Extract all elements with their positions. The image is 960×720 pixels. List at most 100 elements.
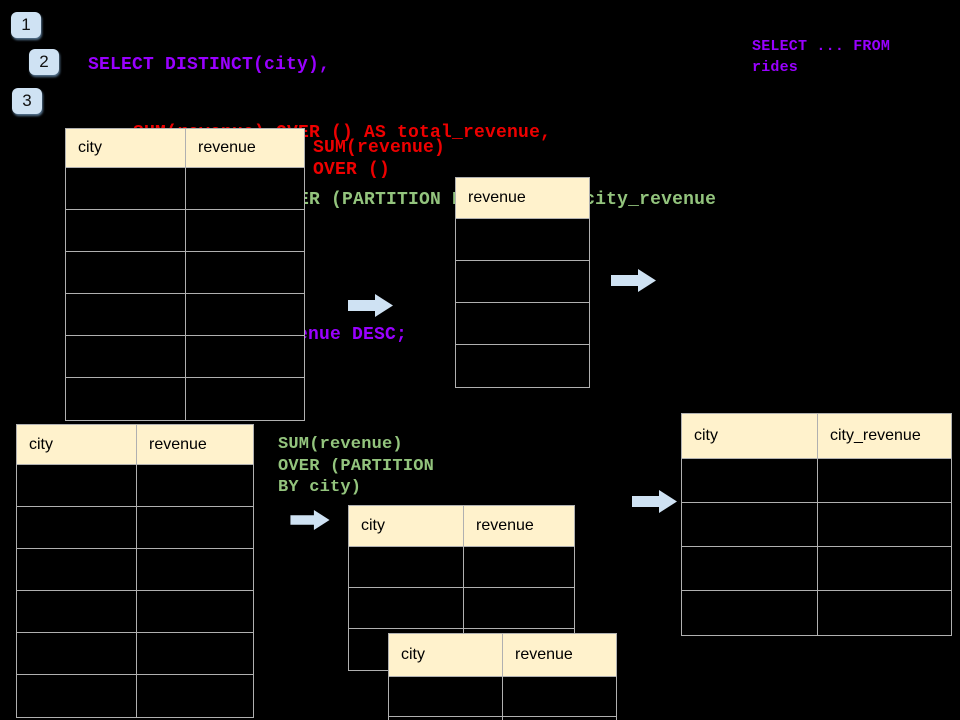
- table-row: [66, 378, 304, 420]
- table-cell: [66, 378, 186, 420]
- table-cell: [137, 549, 253, 590]
- partition-window-annotation: SUM(revenue) OVER (PARTITION BY city): [278, 435, 435, 497]
- table-row: [349, 547, 574, 588]
- table-cell: [682, 591, 818, 635]
- table-row: [17, 507, 253, 549]
- table-source-bottom: city revenue: [16, 424, 254, 718]
- column-header-revenue: revenue: [515, 646, 573, 663]
- column-header-city: city: [66, 129, 186, 167]
- arrow-right-icon: [632, 490, 677, 513]
- column-header-city: city: [349, 506, 464, 546]
- arrow-right-icon: [290, 510, 330, 530]
- table-cell: [186, 168, 304, 209]
- table-cell: [137, 591, 253, 632]
- table-cell: [503, 677, 616, 716]
- table-row: [456, 219, 589, 261]
- column-header-city: city: [389, 634, 503, 676]
- table-body: [66, 168, 304, 420]
- table-row: [456, 261, 589, 303]
- table-row: [349, 588, 574, 629]
- table-cell: [389, 717, 503, 720]
- table-row: [456, 345, 589, 387]
- table-cell: [17, 507, 137, 548]
- table-header-row: city revenue: [349, 506, 574, 547]
- table-cell: [682, 547, 818, 590]
- table-header-row: city revenue: [389, 634, 616, 677]
- table-cell: [456, 219, 589, 260]
- table-row: [456, 303, 589, 345]
- arrow-right-icon: [611, 269, 656, 292]
- table-cell: [17, 675, 137, 717]
- table-body: [389, 677, 616, 720]
- table-row: [66, 252, 304, 294]
- table-row: [17, 633, 253, 675]
- table-body: [456, 219, 589, 387]
- table-row: [389, 677, 616, 717]
- table-cell: [464, 547, 574, 587]
- table-cell: [349, 547, 464, 587]
- table-cell: [17, 591, 137, 632]
- table-cell: [17, 633, 137, 674]
- table-partition-front: city revenue: [388, 633, 617, 720]
- table-cell: [137, 507, 253, 548]
- column-header-city-revenue: city_revenue: [830, 427, 921, 444]
- table-header-row: city revenue: [66, 129, 304, 168]
- table-header-row: city city_revenue: [682, 414, 951, 459]
- table-source-top: city revenue: [65, 128, 305, 421]
- table-cell: [682, 459, 818, 502]
- table-cell: [818, 459, 951, 502]
- table-cell: [66, 252, 186, 293]
- table-cell: [186, 252, 304, 293]
- column-header-revenue: revenue: [476, 517, 534, 534]
- table-cell: [186, 336, 304, 377]
- sql-line-select: SELECT DISTINCT(city),: [88, 55, 331, 75]
- table-cell: [137, 465, 253, 506]
- column-header-city: city: [682, 414, 818, 458]
- table-cell: [456, 261, 589, 302]
- table-cell: [186, 210, 304, 251]
- table-row: [66, 294, 304, 336]
- select-from-note: SELECT ... FROM rides: [752, 38, 891, 76]
- table-body: [17, 465, 253, 717]
- table-cell: [66, 336, 186, 377]
- table-row: [389, 717, 616, 720]
- column-header-city: city: [17, 425, 137, 464]
- table-cell: [456, 303, 589, 344]
- table-row: [17, 591, 253, 633]
- table-row: [682, 459, 951, 503]
- table-row: [17, 675, 253, 717]
- table-cell: [66, 168, 186, 209]
- table-cell: [186, 294, 304, 335]
- total-window-annotation: SUM(revenue) OVER (): [313, 138, 446, 180]
- table-cell: [137, 633, 253, 674]
- arrow-right-icon: [348, 294, 393, 317]
- table-cell: [818, 503, 951, 546]
- table-cell: [349, 588, 464, 628]
- column-header-revenue: revenue: [198, 139, 256, 156]
- step-badge-3: 3: [12, 88, 42, 114]
- table-cell: [682, 503, 818, 546]
- table-row: [66, 210, 304, 252]
- table-header-row: city revenue: [17, 425, 253, 465]
- column-header-revenue: revenue: [149, 435, 207, 453]
- table-cell: [137, 675, 253, 717]
- table-row: [17, 549, 253, 591]
- table-header-row: revenue: [456, 178, 589, 219]
- table-row: [682, 503, 951, 547]
- table-cell: [186, 378, 304, 420]
- table-total-result: revenue: [455, 177, 590, 388]
- table-cell: [818, 547, 951, 590]
- table-cell: [66, 294, 186, 335]
- table-cell: [17, 465, 137, 506]
- table-partition-step: city revenue: [348, 505, 575, 671]
- table-row: [66, 336, 304, 378]
- table-row: [17, 465, 253, 507]
- table-cell: [464, 588, 574, 628]
- table-cell: [818, 591, 951, 635]
- table-cell: [17, 549, 137, 590]
- step-badge-1: 1: [11, 12, 41, 38]
- table-cell: [456, 345, 589, 387]
- table-partition-result: city city_revenue: [681, 413, 952, 636]
- step-badge-2: 2: [29, 49, 59, 75]
